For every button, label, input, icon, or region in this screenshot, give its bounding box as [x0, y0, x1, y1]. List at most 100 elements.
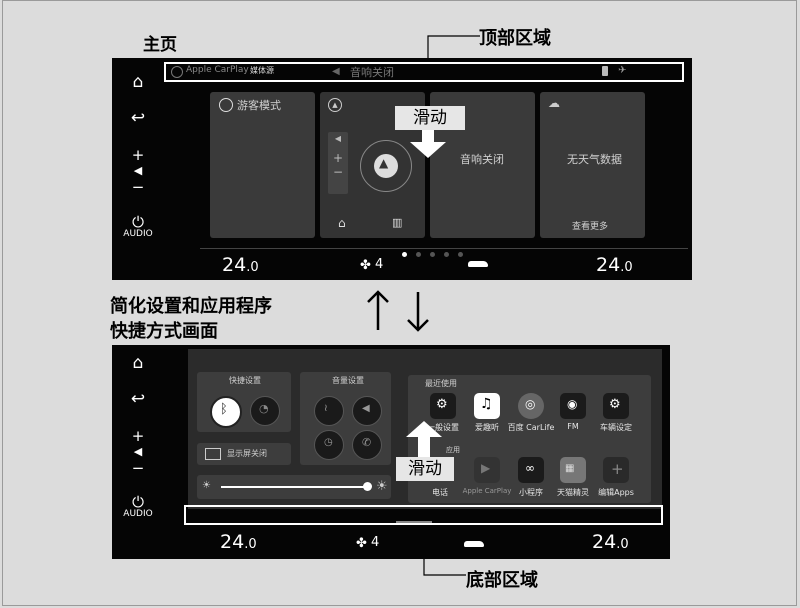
display-off-button[interactable]: 显示屏关闭: [197, 443, 291, 465]
volume-settings-title: 音量设置: [332, 376, 364, 385]
speaker-icon: ◀: [334, 134, 342, 143]
vehicle-settings-app[interactable]: ⚙: [603, 393, 629, 419]
gauge-icon: ◷: [324, 437, 333, 448]
swap-arrows-icon: [367, 290, 429, 332]
recent-title: 最近使用: [425, 379, 457, 388]
ring-volume-button[interactable]: ◷: [314, 430, 344, 460]
audio-button-label[interactable]: AUDIO: [123, 229, 153, 239]
map-volume-control[interactable]: ◀ + −: [328, 132, 348, 194]
nav-volume-button[interactable]: ≀: [314, 396, 344, 426]
power-icon[interactable]: ⏻: [132, 493, 144, 511]
carlife-icon: ◎: [525, 397, 536, 411]
nav-arrow-icon: ▲: [328, 98, 342, 112]
cloud-icon: ☁: [548, 96, 560, 110]
fan-level: 4: [375, 257, 384, 272]
music-note-icon: ♫: [480, 396, 493, 412]
shortcut-label-line1: 简化设置和应用程序: [110, 296, 272, 317]
home-icon[interactable]: ⌂: [132, 353, 144, 373]
brightness-thumb[interactable]: [363, 482, 372, 491]
back-icon[interactable]: ↩: [130, 389, 146, 409]
volume-up-icon[interactable]: +: [131, 427, 145, 445]
edit-apps-button[interactable]: +: [603, 457, 629, 483]
volume-down-icon[interactable]: −: [131, 459, 145, 477]
speaker-icon: ◀: [332, 66, 340, 77]
person-icon: [219, 98, 233, 112]
shortcut-sidebar: ⌂ ↩ + ◀ − ⏻ AUDIO: [112, 345, 164, 559]
call-volume-button[interactable]: ✆: [352, 430, 382, 460]
media-volume-button[interactable]: ◀: [352, 396, 382, 426]
car-icon[interactable]: [464, 541, 484, 547]
top-area-label: 顶部区域: [479, 28, 551, 49]
bottom-area-label: 底部区域: [466, 570, 538, 591]
apps-title: 应用: [446, 446, 460, 454]
temp-right[interactable]: 24.0: [592, 531, 629, 553]
car-gear-icon: ⚙: [609, 397, 621, 412]
link-icon: ∞: [525, 461, 535, 475]
zoom-out-icon[interactable]: −: [332, 165, 344, 179]
apps-card: 最近使用 ⚙ ♫ ◎ ◉ ⚙ 一般设置 爱趣听 百度 CarLife FM 车辆…: [408, 375, 651, 503]
radio-icon: ◉: [567, 397, 578, 411]
recent-app-label: 车辆设定: [600, 423, 632, 432]
volume-down-icon[interactable]: −: [131, 178, 145, 196]
nav-home-icon[interactable]: ⌂: [338, 216, 346, 230]
speaker-icon: ◀: [133, 445, 143, 458]
top-status-bar[interactable]: Apple CarPlay 媒体源 ◀ 音响关闭 ✈: [164, 62, 684, 82]
car-icon[interactable]: [468, 261, 488, 267]
volume-up-icon[interactable]: +: [131, 146, 145, 164]
handle-bar[interactable]: [396, 521, 432, 523]
guest-mode-card[interactable]: 游客模式: [210, 92, 315, 238]
aiqu-listen-app[interactable]: ♫: [474, 393, 500, 419]
zoom-in-icon[interactable]: +: [332, 151, 344, 165]
home-screen: Apple CarPlay 媒体源 ◀ 音响关闭 ✈ ⌂ ↩ + ◀ − ⏻ A…: [112, 58, 692, 280]
bluetooth-toggle[interactable]: ᛒ: [210, 396, 242, 428]
phone-status-icon: [602, 66, 608, 76]
swipe-up-arrow-icon: [406, 421, 442, 459]
status-source: 媒体源: [250, 66, 274, 75]
media-volume-icon: ◀: [362, 403, 370, 414]
baidu-carlife-app[interactable]: ◎: [518, 393, 544, 419]
recent-app-label: 百度 CarLife: [507, 423, 555, 432]
speaker-icon: ◀: [133, 164, 143, 177]
temp-left[interactable]: 24.0: [222, 254, 259, 276]
audio-off-label: 音响关闭: [460, 153, 504, 166]
compass-dial: ▲: [360, 140, 412, 192]
audio-button-label[interactable]: AUDIO: [123, 509, 153, 519]
wifi-hotspot-toggle[interactable]: ◔: [250, 396, 280, 426]
bottom-area-highlight[interactable]: [184, 505, 663, 525]
temp-left[interactable]: 24.0: [220, 531, 257, 553]
weather-card[interactable]: ☁ 无天气数据 查看更多: [540, 92, 645, 238]
app-label: 小程序: [519, 488, 543, 497]
display-off-label: 显示屏关闭: [227, 449, 267, 458]
fan-level: 4: [371, 535, 380, 550]
recent-app-label: FM: [567, 422, 579, 431]
brightness-track: [221, 486, 369, 488]
back-icon[interactable]: ↩: [130, 108, 146, 128]
home-icon[interactable]: ⌂: [132, 72, 144, 92]
weather-no-data: 无天气数据: [567, 153, 622, 166]
carplay-icon: [171, 66, 183, 78]
tmall-genie-app[interactable]: ▦: [560, 457, 586, 483]
app-label: 电话: [432, 488, 448, 497]
brightness-slider[interactable]: ☀ ☀: [197, 475, 391, 499]
app-label: 天猫精灵: [557, 488, 589, 497]
fan-icon[interactable]: ✤: [360, 258, 371, 273]
genie-icon: ▦: [565, 463, 575, 474]
nav-building-icon[interactable]: ▥: [392, 216, 403, 229]
recent-app-label: 一般设置: [427, 423, 459, 432]
fan-icon[interactable]: ✤: [356, 536, 367, 551]
swipe-up-label: 滑动: [396, 457, 454, 481]
power-icon[interactable]: ⏻: [132, 213, 144, 231]
general-settings-app[interactable]: ⚙: [430, 393, 456, 419]
guest-mode-label: 游客模式: [237, 99, 281, 112]
nav-voice-icon: ≀: [324, 403, 328, 414]
quick-settings-card: 快捷设置 ᛒ ◔: [197, 372, 291, 432]
mini-program-app[interactable]: ∞: [518, 457, 544, 483]
fm-app[interactable]: ◉: [560, 393, 586, 419]
temp-right[interactable]: 24.0: [596, 254, 633, 276]
carplay-app[interactable]: ▶: [474, 457, 500, 483]
page-indicator[interactable]: [402, 242, 464, 261]
hotspot-icon: ◔: [259, 402, 269, 415]
weather-more-link[interactable]: 查看更多: [572, 222, 609, 232]
bluetooth-icon: ᛒ: [220, 402, 228, 417]
